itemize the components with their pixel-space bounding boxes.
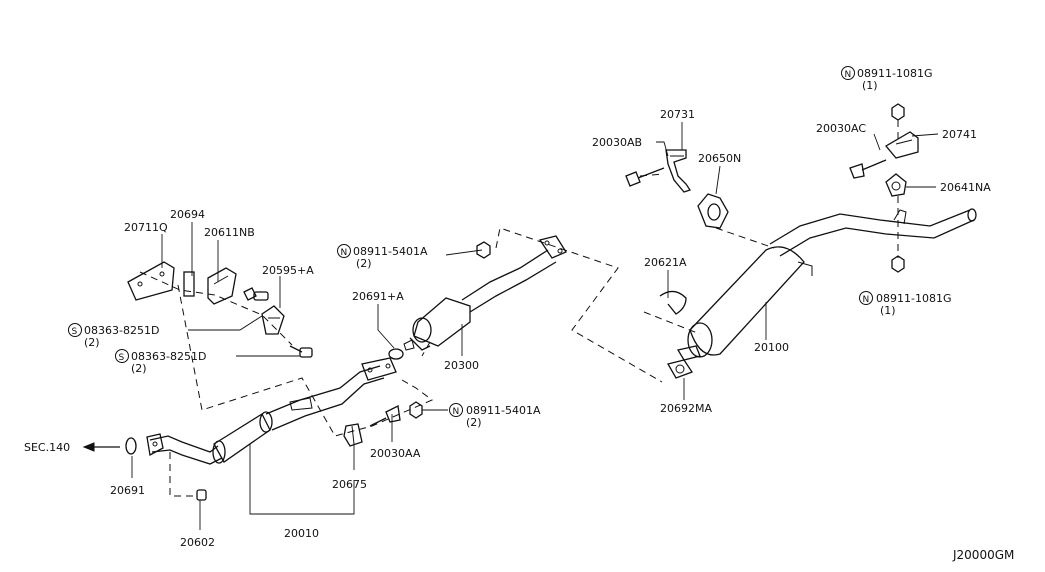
label-20691: 20691 (110, 484, 145, 497)
gasket-20692ma (667, 359, 693, 379)
bracket-20611nb (207, 267, 237, 305)
label-20641na: 20641NA (940, 181, 991, 194)
bolt-20030ab (625, 167, 665, 187)
label-20621a: 20621A (644, 256, 687, 269)
label-08363-8251d-2-qty: (2) (131, 362, 147, 375)
label-20711q: 20711Q (124, 221, 168, 234)
bolt-08363-lower (289, 345, 313, 358)
gasket-20691a (388, 348, 404, 360)
nut-mark-1: N (341, 248, 348, 258)
bolt-20595a (243, 287, 269, 301)
rubber-hanger-20641na (885, 173, 907, 197)
nut-mark-4: N (863, 295, 870, 305)
bolt-20030ac (849, 159, 887, 179)
label-20675: 20675 (332, 478, 367, 491)
label-08911-5401a-top-qty: (2) (356, 257, 372, 270)
screw-mark-2: S (119, 353, 125, 363)
nut-08911-5401a-top (476, 241, 491, 259)
label-08363-8251d-2: 08363-8251D (131, 350, 206, 363)
label-08911-5401a-top: 08911-5401A (353, 245, 428, 258)
label-08911-1081g-top-qty: (1) (862, 79, 878, 92)
label-08911-5401a-mid-qty: (2) (466, 416, 482, 429)
nut-08911-5401a-mid (409, 401, 423, 419)
label-08363-8251d-1: 08363-8251D (84, 324, 159, 337)
label-20010: 20010 (284, 527, 319, 540)
rubber-hanger-20650n (697, 193, 729, 229)
label-08363-8251d-1-qty: (2) (84, 336, 100, 349)
label-20741: 20741 (942, 128, 977, 141)
clamp-20621a (659, 290, 687, 315)
label-20030ac: 20030AC (816, 122, 866, 135)
gasket-20691 (125, 437, 137, 455)
label-08911-1081g-top: 08911-1081G (857, 67, 932, 80)
label-20030ab: 20030AB (592, 136, 642, 149)
label-08911-1081g-bottom-qty: (1) (880, 304, 896, 317)
screw-mark-1: S (72, 327, 78, 337)
symbol-markers: N N N N S S (68, 66, 873, 417)
label-20030aa: 20030AA (370, 447, 421, 460)
nut-08911-1081g-bottom (891, 255, 905, 273)
sec-140-arrow (82, 442, 120, 452)
nut-20602 (196, 489, 207, 501)
label-20692ma: 20692MA (660, 402, 712, 415)
label-20691a: 20691+A (352, 290, 404, 303)
assembly-lines (139, 120, 899, 497)
label-20595a: 20595+A (262, 264, 314, 277)
clip-bracket (261, 305, 285, 335)
nut-08911-1081g-top (891, 103, 905, 121)
nut-mark-3: N (845, 70, 852, 80)
label-08911-5401a-mid: 08911-5401A (466, 404, 541, 417)
hanger-20675 (343, 405, 401, 447)
main-muffler-20100 (676, 208, 977, 361)
label-08911-1081g-bottom: 08911-1081G (876, 292, 951, 305)
bracket-20711q (127, 261, 175, 301)
sec-ref-label: SEC.140 (24, 441, 70, 454)
center-muffler-20300 (403, 235, 567, 351)
label-20300: 20300 (444, 359, 479, 372)
label-20611nb: 20611NB (204, 226, 255, 239)
label-20731: 20731 (660, 108, 695, 121)
label-20694: 20694 (170, 208, 205, 221)
label-20602: 20602 (180, 536, 215, 549)
bracket-20741 (885, 131, 919, 159)
front-tube-20010 (146, 357, 397, 465)
bracket-20694 (183, 271, 195, 297)
bracket-20731 (665, 149, 692, 193)
nut-mark-2: N (453, 407, 460, 417)
diagram-code: J20000GM (952, 548, 1014, 562)
leader-lines (131, 122, 939, 530)
label-20650n: 20650N (698, 152, 741, 165)
label-20100: 20100 (754, 341, 789, 354)
